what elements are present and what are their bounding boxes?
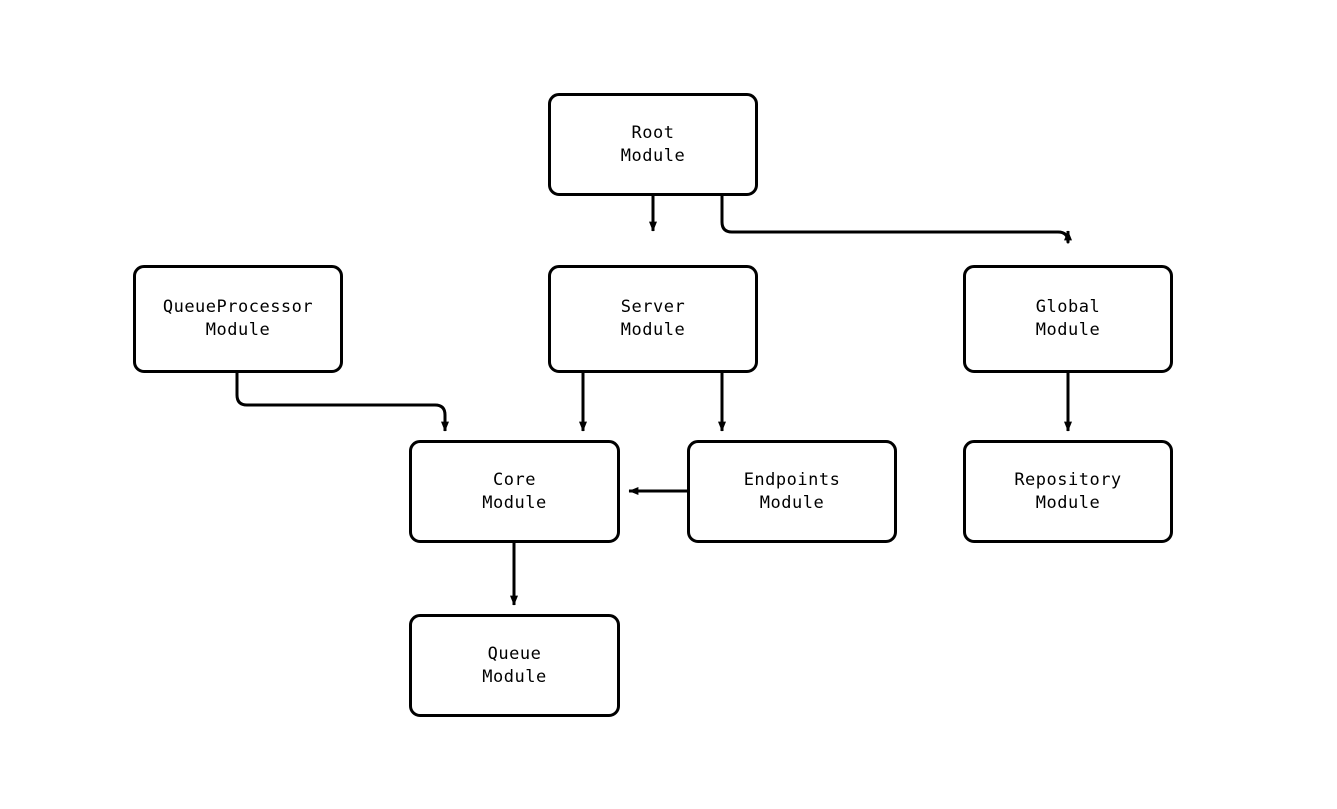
node-global-kind: Module: [1035, 320, 1101, 340]
edge-queueprocessor-core: [235, 373, 449, 432]
node-endpoints-kind: Module: [759, 492, 825, 513]
node-core-name: Core: [493, 469, 536, 490]
node-server-name: Server: [620, 297, 686, 317]
node-core-kind: Module: [482, 492, 547, 513]
node-core[interactable]: Core Module: [409, 440, 620, 543]
node-root[interactable]: Root Module: [548, 93, 758, 196]
node-repository-name: Repository: [1014, 469, 1122, 490]
node-server[interactable]: Server Module: [548, 265, 758, 373]
node-queue-kind: Module: [482, 666, 547, 687]
node-queue[interactable]: Queue Module: [409, 614, 620, 717]
node-queueprocessor-kind: Module: [205, 320, 271, 340]
node-repository-kind: Module: [1035, 492, 1101, 513]
node-root-name: Root: [631, 122, 675, 143]
node-global-name: Global: [1035, 297, 1101, 317]
node-endpoints[interactable]: Endpoints Module: [687, 440, 897, 543]
node-server-kind: Module: [620, 320, 686, 340]
node-global[interactable]: Global Module: [963, 265, 1173, 373]
node-repository[interactable]: Repository Module: [963, 440, 1173, 543]
node-root-kind: Module: [620, 145, 686, 166]
edge-root-global: [720, 196, 1072, 244]
node-queue-name: Queue: [487, 643, 542, 664]
node-queueprocessor-name: QueueProcessor: [162, 297, 314, 317]
node-endpoints-name: Endpoints: [743, 469, 841, 490]
node-queueprocessor[interactable]: QueueProcessor Module: [133, 265, 343, 373]
